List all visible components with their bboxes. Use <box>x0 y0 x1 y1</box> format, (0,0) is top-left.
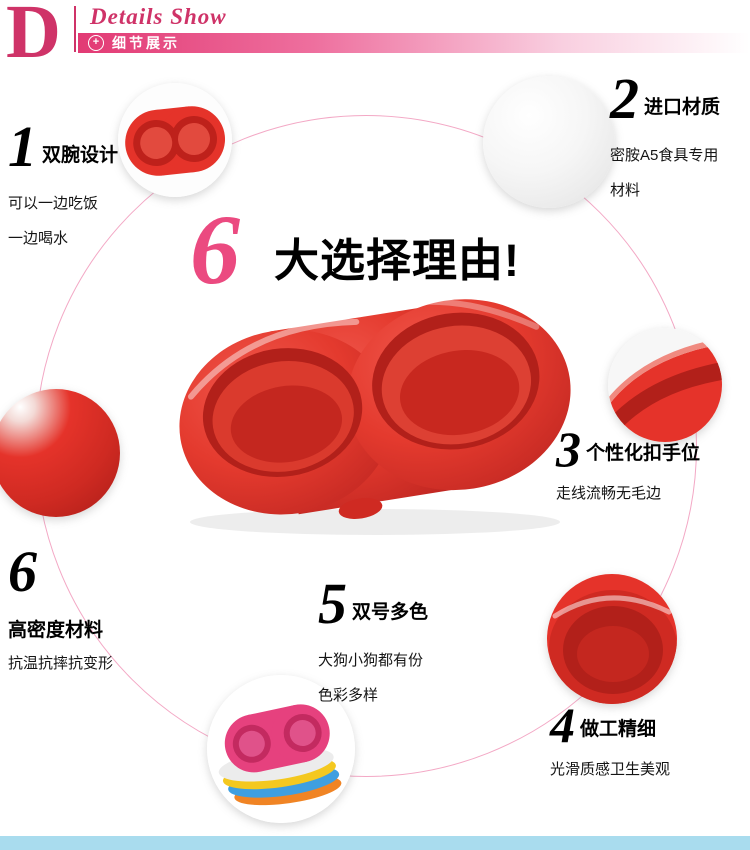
feature-2-number: 2 <box>610 66 639 131</box>
photo-melamine-powder <box>483 76 615 208</box>
feature-6-number: 6 <box>8 539 37 604</box>
feature-1-line1: 可以一边吃饭 <box>8 195 99 212</box>
photo-double-bowl-top-view <box>118 83 232 197</box>
header-bar-label: 细节展示 <box>112 35 180 51</box>
feature-3-number: 3 <box>556 421 581 477</box>
header-divider <box>74 6 76 52</box>
double-pet-bowl-illustration <box>179 298 571 535</box>
header-bar: + 细节展示 <box>78 33 750 53</box>
feature-6: 6 高密度材料 抗温抗摔抗变形 <box>8 543 113 681</box>
decorative-drop-cap: D <box>6 0 61 74</box>
photo-bowl-inner-surface <box>547 574 677 704</box>
feature-2-line2: 材料 <box>610 182 641 199</box>
feature-5-title: 双号多色 <box>352 602 429 623</box>
feature-4-number: 4 <box>550 697 575 753</box>
feature-2: 2 进口材质 密胺A5食具专用 材料 <box>610 70 720 208</box>
feature-2-title: 进口材质 <box>644 97 721 118</box>
feature-5-line2: 色彩多样 <box>318 687 379 704</box>
feature-6-line1: 抗温抗摔抗变形 <box>8 655 114 672</box>
feature-5-line1: 大狗小狗都有份 <box>318 652 424 669</box>
plus-circle-icon: + <box>88 35 104 51</box>
headline-number: 6 <box>190 194 240 305</box>
feature-4: 4 做工精细 光滑质感卫生美观 <box>550 700 670 787</box>
feature-1-title: 双腕设计 <box>42 145 119 166</box>
photo-bowl-material-closeup <box>0 389 120 517</box>
feature-5-number: 5 <box>318 571 347 636</box>
feature-5: 5 双号多色 大狗小狗都有份 色彩多样 <box>318 575 428 713</box>
feature-4-title: 做工精细 <box>580 719 657 740</box>
feature-6-title: 高密度材料 <box>8 620 104 641</box>
header-title: Details Show <box>90 4 227 29</box>
feature-3: 3 个性化扣手位 走线流畅无毛边 <box>556 424 700 511</box>
product-image <box>165 258 585 543</box>
bottom-section-divider <box>0 836 750 850</box>
feature-3-line1: 走线流畅无毛边 <box>556 485 662 502</box>
feature-2-line1: 密胺A5食具专用 <box>610 147 719 164</box>
feature-1-number: 1 <box>8 114 37 179</box>
feature-4-line1: 光滑质感卫生美观 <box>550 761 671 778</box>
headline-text: 大选择理由! <box>274 235 520 286</box>
feature-1: 1 双腕设计 可以一边吃饭 一边喝水 <box>8 118 118 256</box>
feature-1-line2: 一边喝水 <box>8 230 69 247</box>
feature-3-title: 个性化扣手位 <box>586 443 701 464</box>
photo-stacked-colorful-bowls <box>207 675 355 823</box>
